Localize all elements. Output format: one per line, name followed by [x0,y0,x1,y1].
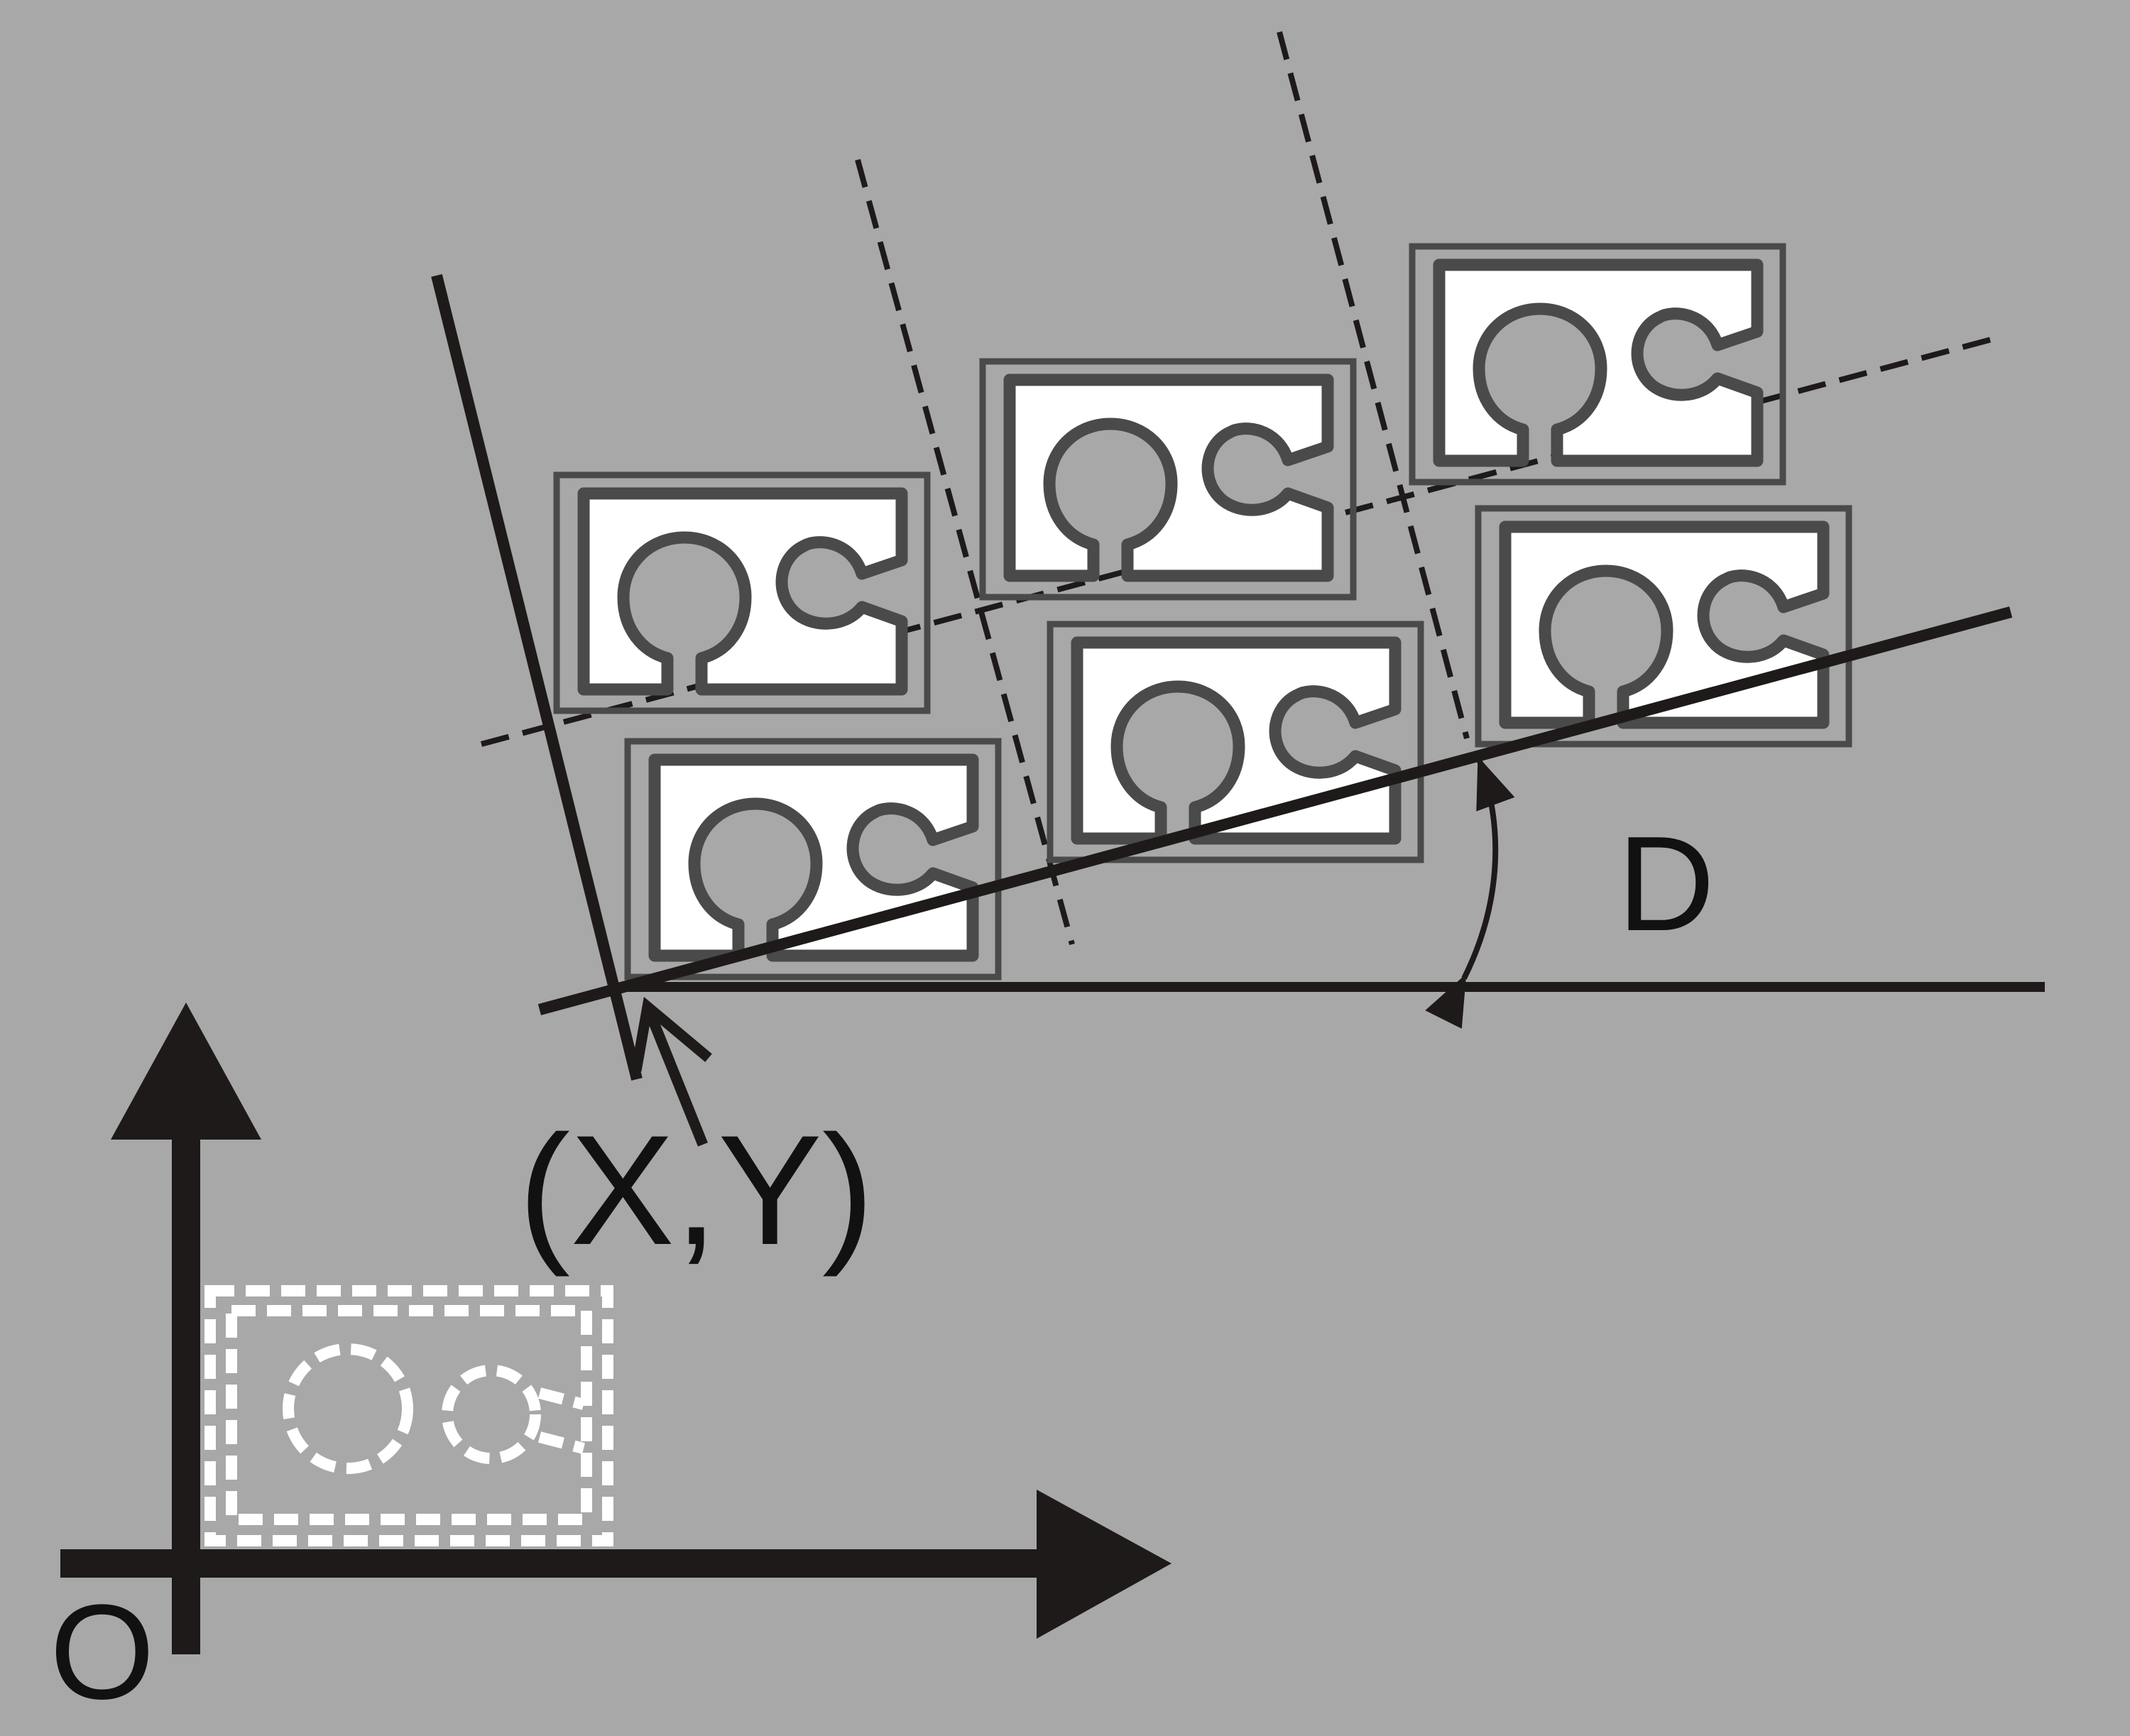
coordinate-pointer [630,996,712,1147]
x-axis-arrow-icon [1037,1490,1172,1639]
pointer-arrowhead-icon [630,996,712,1072]
angle-arc [1425,756,1515,1029]
origin-axes [60,1003,1172,1654]
component-4 [983,361,1353,597]
component-6 [1412,246,1783,482]
coordinate-label: (X,Y) [518,1103,874,1277]
local-y-axis [431,274,643,1081]
component-2 [557,475,927,711]
origin-label: O [50,1577,155,1727]
angle-label: D [1617,809,1715,959]
reference-component [204,1285,613,1546]
y-axis-arrow-icon [111,1003,261,1140]
